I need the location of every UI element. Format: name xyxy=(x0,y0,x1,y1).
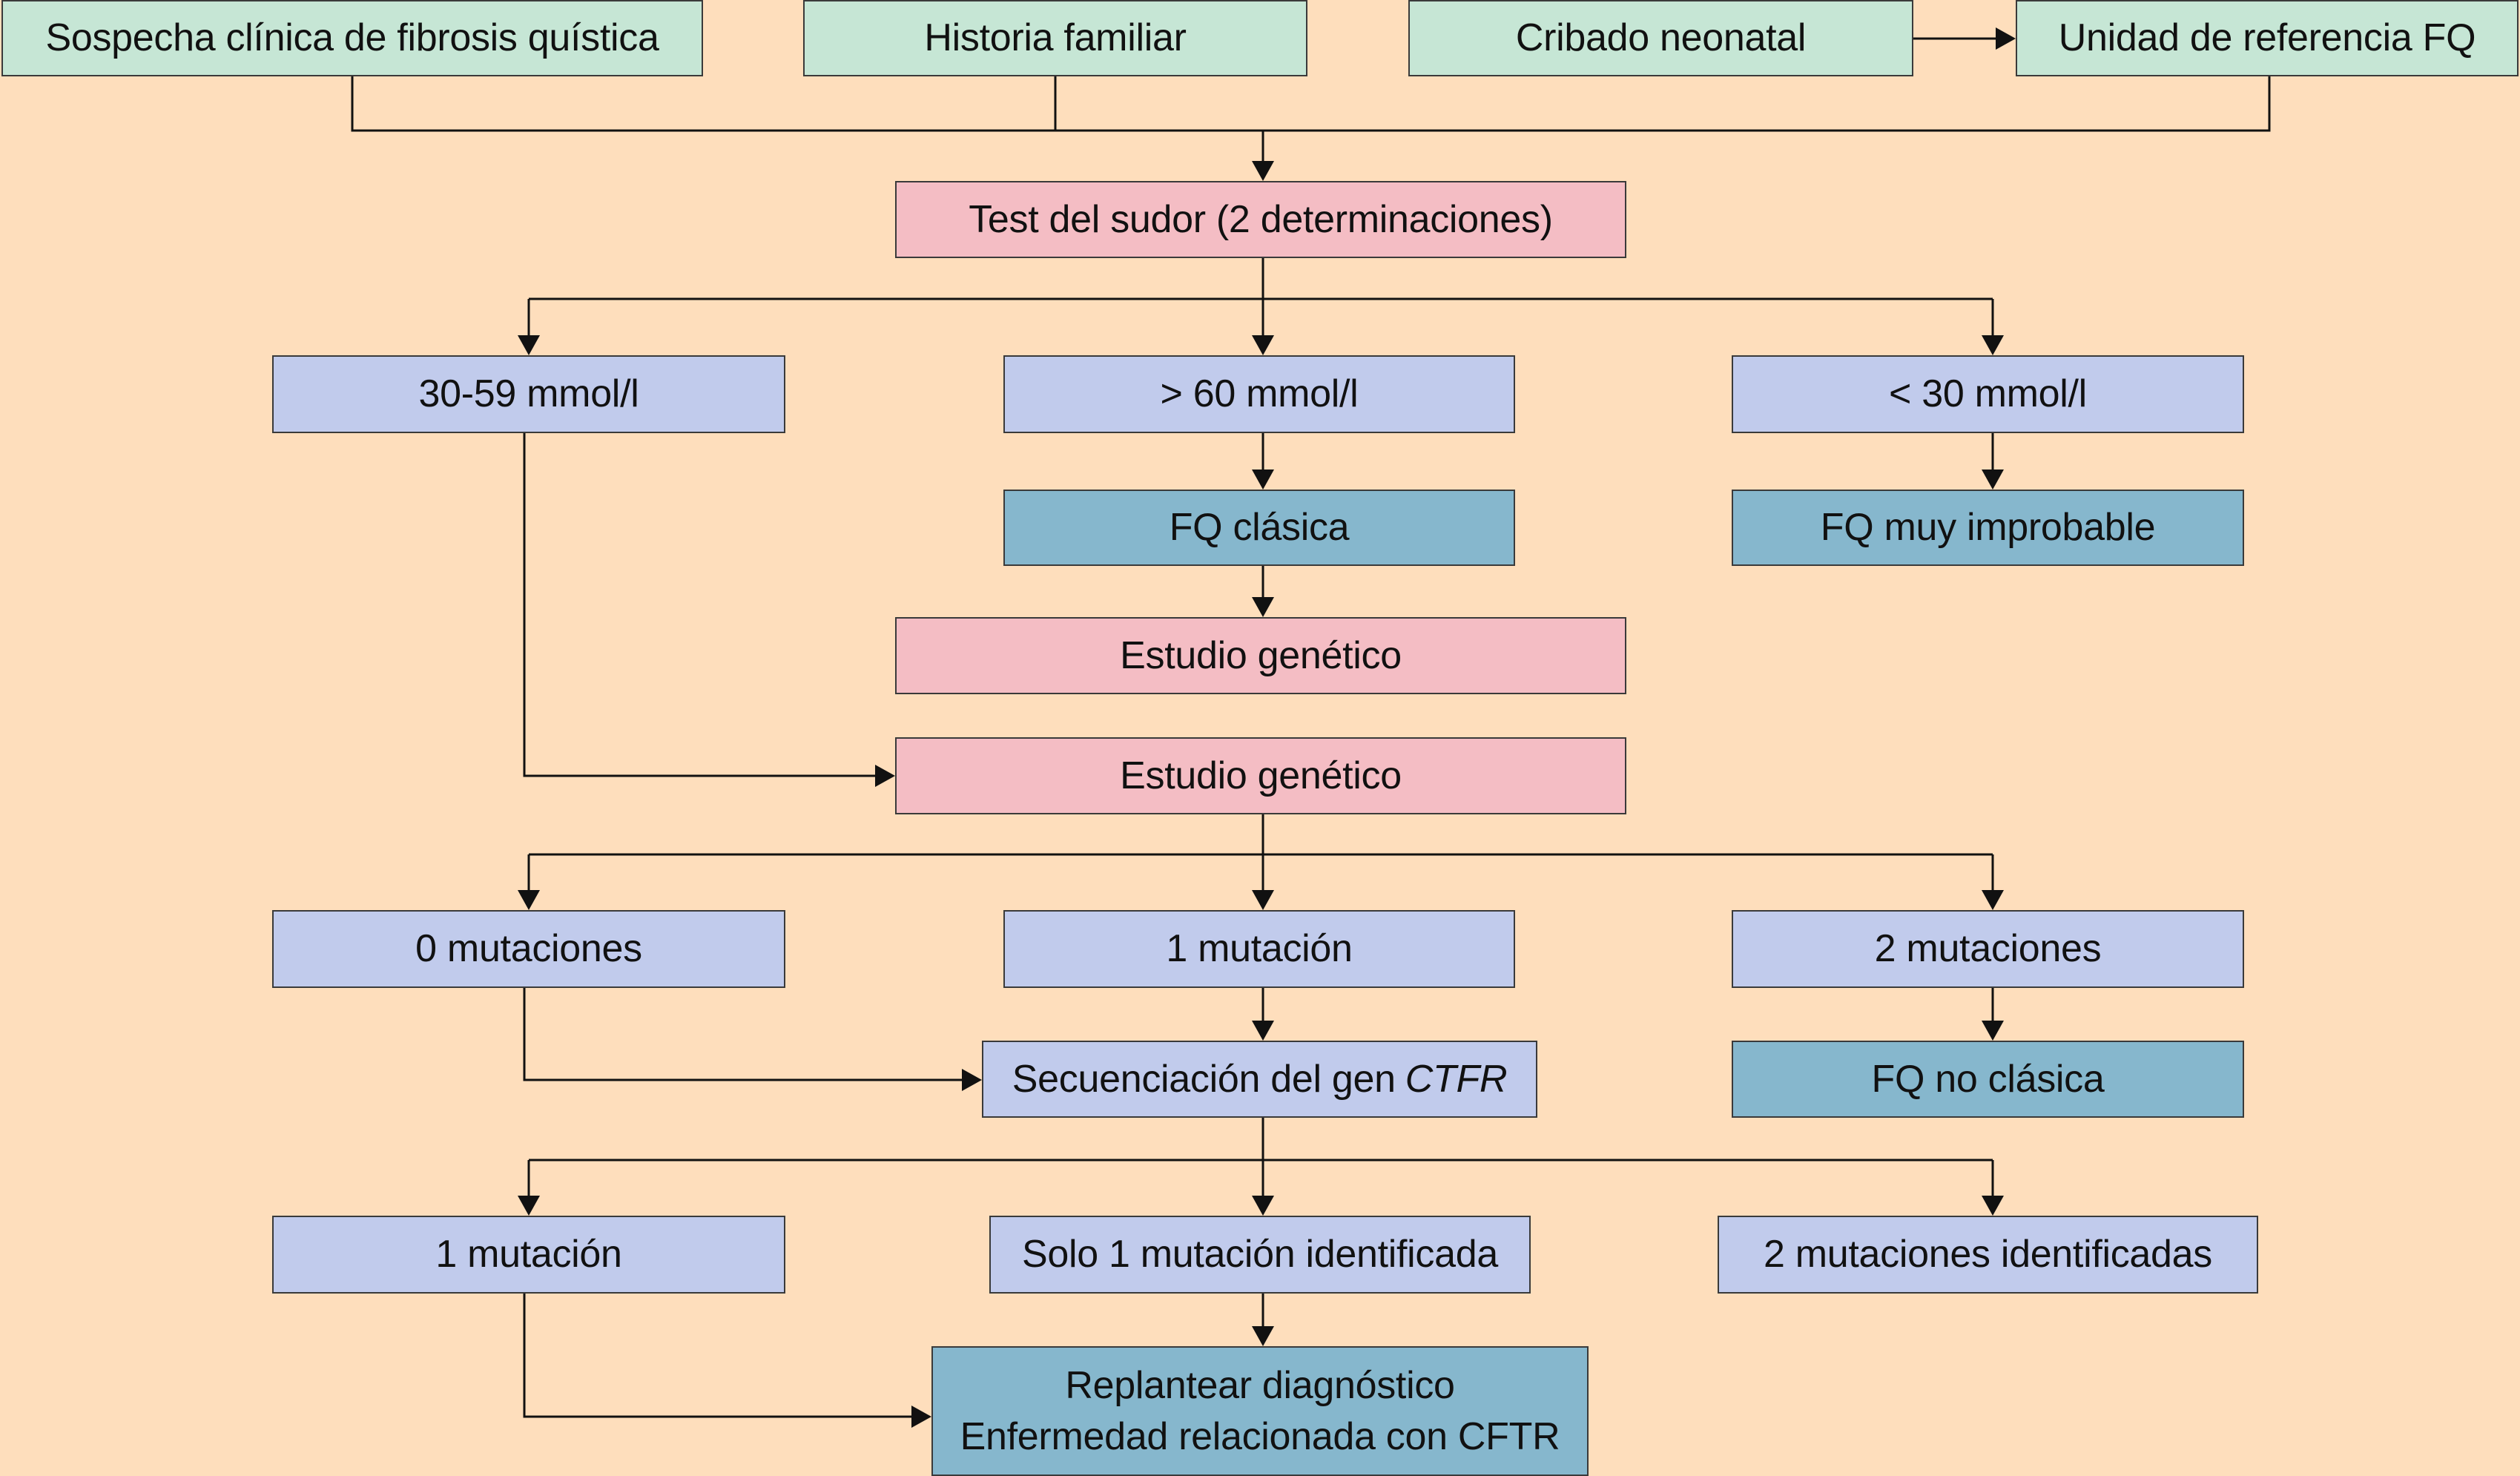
node-1-mutacion: 1 mutación xyxy=(1003,910,1515,988)
node-label: Secuenciación del gen xyxy=(1012,1057,1396,1101)
node-label: Historia familiar xyxy=(924,16,1187,60)
arrowhead xyxy=(518,335,540,355)
arrowhead xyxy=(518,890,540,910)
arrowhead xyxy=(875,765,895,787)
arrowhead xyxy=(1982,470,2004,490)
node-label: Unidad de referencia FQ xyxy=(2058,16,2476,60)
node-30-59-mmol: 30-59 mmol/l xyxy=(272,355,785,433)
arrowhead xyxy=(1252,161,1274,181)
arrowhead xyxy=(1982,1021,2004,1041)
node-label: 0 mutaciones xyxy=(415,927,642,971)
node-label: 1 mutación xyxy=(1166,927,1353,971)
node-cribado-neonatal: Cribado neonatal xyxy=(1408,0,1913,76)
connector-mut0-seq xyxy=(523,988,962,1081)
arrowhead xyxy=(1252,1326,1274,1346)
node-label: Estudio genético xyxy=(1120,633,1402,677)
arrowhead xyxy=(1982,890,2004,910)
arrowhead xyxy=(962,1069,982,1091)
arrowhead xyxy=(1252,597,1274,617)
node-estudio-genetico-2: Estudio genético xyxy=(895,737,1626,814)
node-label-line: Secuenciación del gen CTFR xyxy=(1012,1054,1508,1105)
node-secuenciacion-gen: Secuenciación del gen CTFR xyxy=(982,1041,1537,1118)
node-solo-1-mutacion: Solo 1 mutación identificada xyxy=(989,1216,1531,1294)
node-label: 30-59 mmol/l xyxy=(418,372,639,416)
node-gt60-mmol: > 60 mmol/l xyxy=(1003,355,1515,433)
node-label: Test del sudor (2 determinaciones) xyxy=(969,197,1553,241)
node-final-1-mutacion: 1 mutación xyxy=(272,1216,785,1294)
node-fq-no-clasica: FQ no clásica xyxy=(1732,1041,2244,1118)
arrowhead xyxy=(1252,1196,1274,1216)
node-label: > 60 mmol/l xyxy=(1160,372,1359,416)
arrowhead xyxy=(1982,335,2004,355)
arrowhead xyxy=(1252,470,1274,490)
node-historia-familiar: Historia familiar xyxy=(803,0,1307,76)
node-2-mutaciones-identificadas: 2 mutaciones identificadas xyxy=(1718,1216,2258,1294)
node-label: Cribado neonatal xyxy=(1515,16,1807,60)
node-label: < 30 mmol/l xyxy=(1889,372,2087,416)
arrowhead xyxy=(1252,1021,1274,1041)
node-label: Solo 1 mutación identificada xyxy=(1021,1233,1498,1276)
arrowhead xyxy=(1982,1196,2004,1216)
connector-sospecha xyxy=(351,76,1263,132)
node-label: Estudio genético xyxy=(1120,754,1402,797)
arrowhead xyxy=(1996,27,2016,50)
node-label: 1 mutación xyxy=(435,1233,622,1276)
connector-unidad xyxy=(1263,76,2271,132)
node-replantear-diagnostico: Replantear diagnóstico Enfermedad relaci… xyxy=(931,1346,1589,1476)
node-label: FQ clásica xyxy=(1169,506,1350,550)
node-label: FQ no clásica xyxy=(1871,1057,2105,1101)
node-lt30-mmol: < 30 mmol/l xyxy=(1732,355,2244,433)
arrowhead xyxy=(518,1196,540,1216)
node-label: FQ muy improbable xyxy=(1820,506,2156,550)
node-unidad-referencia: Unidad de referencia FQ xyxy=(2016,0,2519,76)
arrowhead xyxy=(1252,335,1274,355)
node-label-line-2: Enfermedad relacionada con CFTR xyxy=(960,1414,1560,1458)
node-label: Sospecha clínica de fibrosis quística xyxy=(45,16,659,60)
arrowhead xyxy=(1252,890,1274,910)
connector-final1-replantear xyxy=(523,1294,911,1418)
connector-30-59-estudio xyxy=(523,433,875,777)
arrowhead xyxy=(911,1406,931,1428)
node-label-line-1: Replantear diagnóstico xyxy=(1065,1363,1455,1407)
node-label: 2 mutaciones xyxy=(1874,927,2102,971)
node-2-mutaciones: 2 mutaciones xyxy=(1732,910,2244,988)
node-fq-clasica: FQ clásica xyxy=(1003,490,1515,566)
node-0-mutaciones: 0 mutaciones xyxy=(272,910,785,988)
gene-name: CTFR xyxy=(1405,1057,1508,1101)
node-estudio-genetico-1: Estudio genético xyxy=(895,617,1626,694)
node-label: 2 mutaciones identificadas xyxy=(1763,1233,2212,1276)
node-sospecha-clinica: Sospecha clínica de fibrosis quística xyxy=(1,0,703,76)
node-fq-muy-improbable: FQ muy improbable xyxy=(1732,490,2244,566)
node-test-sudor: Test del sudor (2 determinaciones) xyxy=(895,181,1626,258)
